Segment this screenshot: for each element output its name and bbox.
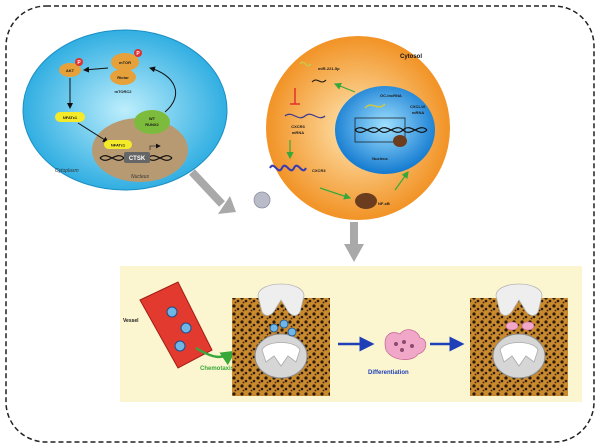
arrow-runx2-to-mtorc2 <box>149 66 177 113</box>
cxcr3-receptor <box>269 164 307 172</box>
lncrna-strand <box>364 103 386 109</box>
vessel-label: Vessel <box>123 318 139 324</box>
mtor-node <box>111 53 139 71</box>
akt-node <box>59 63 81 77</box>
mtor-label: mTOR <box>119 60 131 65</box>
left-cell: AKT P mTOR Rictor P mTORC2 NFATc1 WT RUN… <box>22 29 228 191</box>
recruited-cell <box>279 319 289 329</box>
cxcl10-label: CXCL10 <box>410 104 426 109</box>
rictor-label: Rictor <box>117 75 129 80</box>
cxcr3-label: CXCR3 <box>312 168 326 173</box>
cxcr3-mrna-label: CXCR3 <box>291 124 305 129</box>
arrow-mtorc2-to-akt <box>83 66 109 73</box>
unerupted-tooth <box>499 342 539 367</box>
stem-cell <box>166 306 178 318</box>
ligand-sphere <box>253 191 271 209</box>
cytosol-label: Cytosol <box>400 54 422 60</box>
arrow-nfkb-to-nucleus <box>394 171 409 191</box>
cxcl10-mrna-label: mRNA <box>412 110 424 115</box>
right-nucleus <box>335 86 435 174</box>
blood-vessel <box>139 281 213 369</box>
bottom-panel: Vessel Chemotaxis Differentiation <box>120 266 582 402</box>
resorbing-osteoclast <box>521 321 535 331</box>
nfkb-node <box>355 193 377 209</box>
resorbing-osteoclast <box>505 321 519 331</box>
recruited-cell <box>287 327 297 337</box>
gray-arrow-head <box>218 196 236 214</box>
nfatc1-node <box>55 112 85 122</box>
cxcr3-mrna-label-2: mRNA <box>292 130 304 135</box>
chemotaxis-arrow <box>195 346 237 366</box>
mir-duplex <box>311 79 327 83</box>
differentiation-label: Differentiation <box>368 370 409 376</box>
arrow-nfatc1-to-nucleus <box>77 122 109 143</box>
nfatc1-nuclear-label: NFATc1 <box>111 143 126 148</box>
transition-arrows <box>189 169 364 262</box>
wt-label: WT <box>149 116 156 121</box>
primary-tooth <box>495 283 543 316</box>
nfkb-label: NF-κB <box>378 201 390 206</box>
ctsk-gene <box>124 152 150 163</box>
phospho-badge <box>75 58 83 66</box>
dna-strand <box>354 127 428 133</box>
runx2-label: RUNX2 <box>145 122 159 127</box>
osteoclast-icon <box>384 329 427 360</box>
phospho-badge <box>134 49 142 57</box>
oc-lncrna-label: OC-lncRNA <box>380 93 402 98</box>
phospho-label: P <box>136 51 140 57</box>
cxcr3-mrna-strand <box>284 113 326 119</box>
gene-box <box>354 117 406 143</box>
left-nucleus <box>92 118 188 182</box>
wt-runx2-node <box>134 110 170 134</box>
right-nucleus-label: Nucleus <box>372 156 388 161</box>
recruited-cell <box>269 323 279 333</box>
mtorc2-label: mTORC2 <box>114 89 132 94</box>
transcription-arrow <box>149 143 161 150</box>
rictor-node <box>110 69 136 85</box>
gray-arrow-head <box>344 244 364 262</box>
akt-label: AKT <box>66 68 75 73</box>
outer-frame <box>5 5 595 443</box>
mir-strand <box>299 61 312 67</box>
ctsk-label: CTSK <box>129 156 146 162</box>
right-cell: Cytosol Nucleus OC-lncRNA CXCL10 mRNA mi… <box>253 36 450 220</box>
chemotaxis-label: Chemotaxis <box>200 366 235 372</box>
nfatc1-label: NFATc1 <box>63 115 78 120</box>
stem-cell <box>180 322 192 334</box>
arrow-cxcr3-to-nfkb <box>319 187 352 200</box>
left-nucleus-label: Nucleus <box>131 174 150 180</box>
phospho-label: P <box>77 60 81 66</box>
primary-tooth <box>257 283 305 316</box>
mir-label: miR-221-5p <box>318 66 340 71</box>
gray-arrow-shaft <box>189 169 225 207</box>
arrow-lncrna-to-mir <box>333 82 356 93</box>
stem-cell <box>174 340 186 352</box>
unerupted-tooth <box>261 342 301 367</box>
cytoplasm-label: Cytoplasm <box>55 168 79 174</box>
nucleus-protein <box>393 135 407 147</box>
nfatc1-nuclear-node <box>104 140 132 149</box>
